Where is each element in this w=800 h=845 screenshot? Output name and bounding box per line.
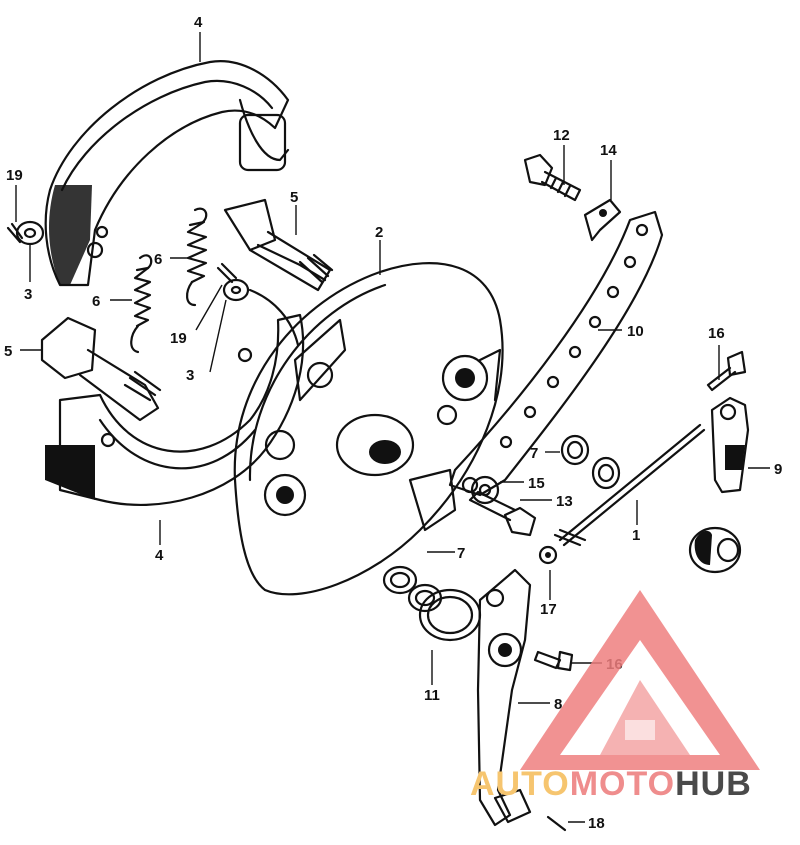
bolt-16-bottom: [533, 650, 574, 672]
label-9: 9: [774, 461, 782, 478]
nut-17: [538, 545, 558, 565]
label-2: 2: [375, 224, 383, 241]
cotter-pin-mid: [216, 262, 238, 284]
torque-arm-10: [448, 210, 664, 497]
label-8: 8: [554, 696, 562, 713]
brake-cam-left: [40, 316, 162, 422]
label-12: 12: [553, 127, 570, 144]
label-13: 13: [556, 493, 573, 510]
bolt-13: [468, 490, 537, 537]
label-17: 17: [540, 601, 557, 618]
brake-lever-8: [476, 568, 532, 827]
washer-7-right: [560, 434, 621, 490]
label-6-mid: 6: [154, 251, 162, 268]
return-spring-right: [186, 207, 208, 307]
label-14: 14: [600, 142, 617, 159]
label-3-mid: 3: [186, 367, 194, 384]
label-15: 15: [528, 475, 545, 492]
label-7-right: 7: [530, 445, 538, 462]
brake-cam-upper: [223, 198, 334, 292]
label-4-top: 4: [194, 14, 203, 31]
watermark-text-hub: HUB: [675, 765, 752, 803]
washer-left: [15, 220, 45, 246]
pin-18: [546, 815, 567, 832]
label-18: 18: [588, 815, 605, 832]
label-5-upper: 5: [290, 189, 298, 206]
washer-mid: [222, 278, 250, 302]
watermark-text-auto: AUTO: [470, 765, 570, 803]
brake-arm-9: [710, 396, 750, 494]
label-4-bottom: 4: [155, 547, 164, 564]
watermark-logo: [520, 590, 760, 770]
return-spring-left: [130, 254, 153, 354]
bolt-12: [523, 153, 582, 202]
lock-plate-14: [583, 198, 622, 242]
label-3-left: 3: [24, 286, 32, 303]
cotter-pin-left: [6, 222, 24, 244]
brake-panel-plate: [233, 262, 504, 596]
label-19-mid: 19: [170, 330, 187, 347]
bolt-16-right: [706, 350, 747, 392]
label-19-left: 19: [6, 167, 23, 184]
label-7-bottom: 7: [457, 545, 465, 562]
brake-shoe-lower: [45, 288, 305, 507]
splined-washer: [688, 526, 742, 574]
watermark-text: AUTOMOTOHUB: [470, 765, 752, 803]
watermark-triangle: [520, 590, 760, 770]
label-11: 11: [424, 687, 440, 704]
label-6-left: 6: [92, 293, 100, 310]
o-ring-11: [418, 588, 482, 642]
label-10: 10: [627, 323, 644, 340]
callout-labels: 4 19 3 6 5 6 19 3 5 2 12 14 10 16 9 7 15…: [4, 14, 782, 832]
brake-shoe-upper: [44, 60, 290, 287]
label-5-left: 5: [4, 343, 12, 360]
label-1: 1: [632, 527, 640, 544]
watermark-text-moto: MOTO: [570, 765, 675, 803]
brake-rod-1: [553, 423, 706, 547]
leader-lines: [15, 32, 770, 823]
label-16-right: 16: [708, 325, 725, 342]
